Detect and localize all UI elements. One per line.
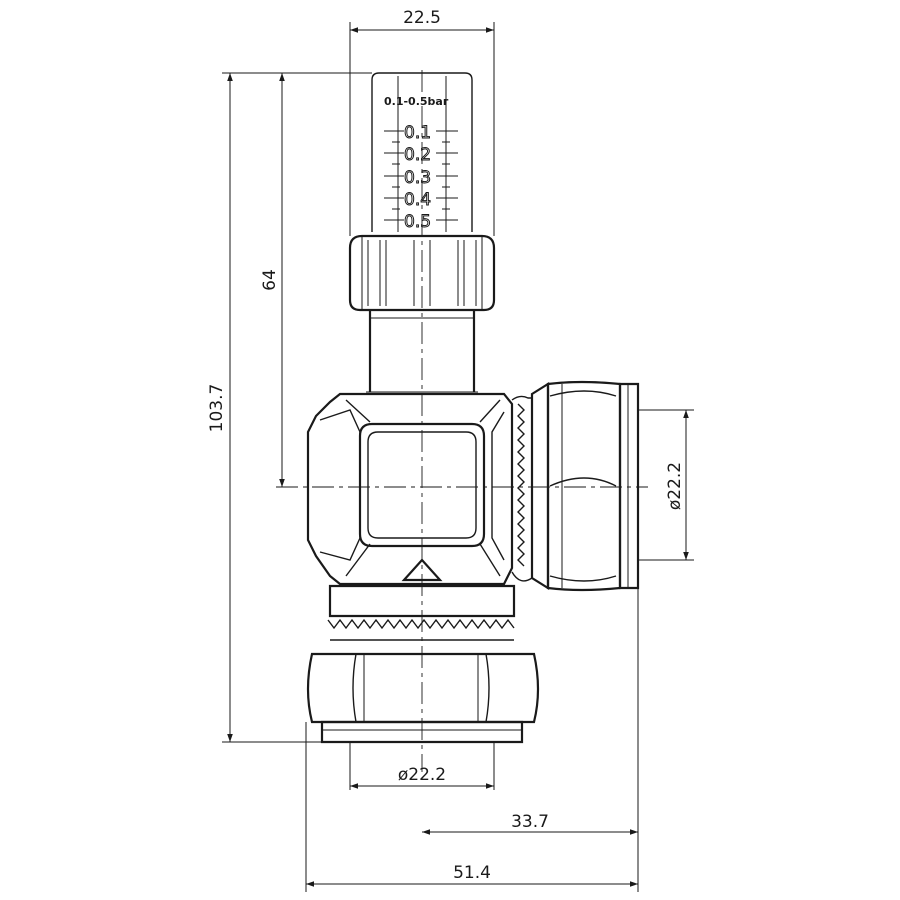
gauge-scale-0-4: 0.4 <box>404 190 431 210</box>
centerlines <box>276 70 648 772</box>
gauge-range-label: 0.1-0.5bar <box>384 95 449 108</box>
dim-bottom-port-diameter: ø22.2 <box>398 765 446 785</box>
sight-glass-tube: 0.1-0.5bar 0.1 0.2 0.3 0.4 0.5 <box>371 72 473 233</box>
bottom-outlet-fitting <box>306 584 540 744</box>
gauge-scale-0-5: 0.5 <box>404 212 431 232</box>
gauge-scale-ticks <box>384 130 458 221</box>
extension-lines <box>222 22 694 892</box>
gauge-scale-0-2: 0.2 <box>404 145 431 165</box>
valve-body <box>306 392 514 586</box>
dim-overall-height: 103.7 <box>207 384 227 433</box>
dimension-lines <box>227 27 689 887</box>
gauge-scale-0-1: 0.1 <box>404 123 431 143</box>
dim-offset-width: 33.7 <box>511 812 549 832</box>
dim-side-port-diameter: ø22.2 <box>665 462 685 510</box>
side-outlet-fitting <box>511 380 640 592</box>
dim-top-width: 22.5 <box>403 8 441 28</box>
dim-gauge-height: 64 <box>260 269 280 291</box>
valve-neck <box>366 310 478 393</box>
dim-overall-width: 51.4 <box>453 863 491 883</box>
gauge-scale-0-3: 0.3 <box>404 168 431 188</box>
knurled-cap <box>348 234 496 312</box>
